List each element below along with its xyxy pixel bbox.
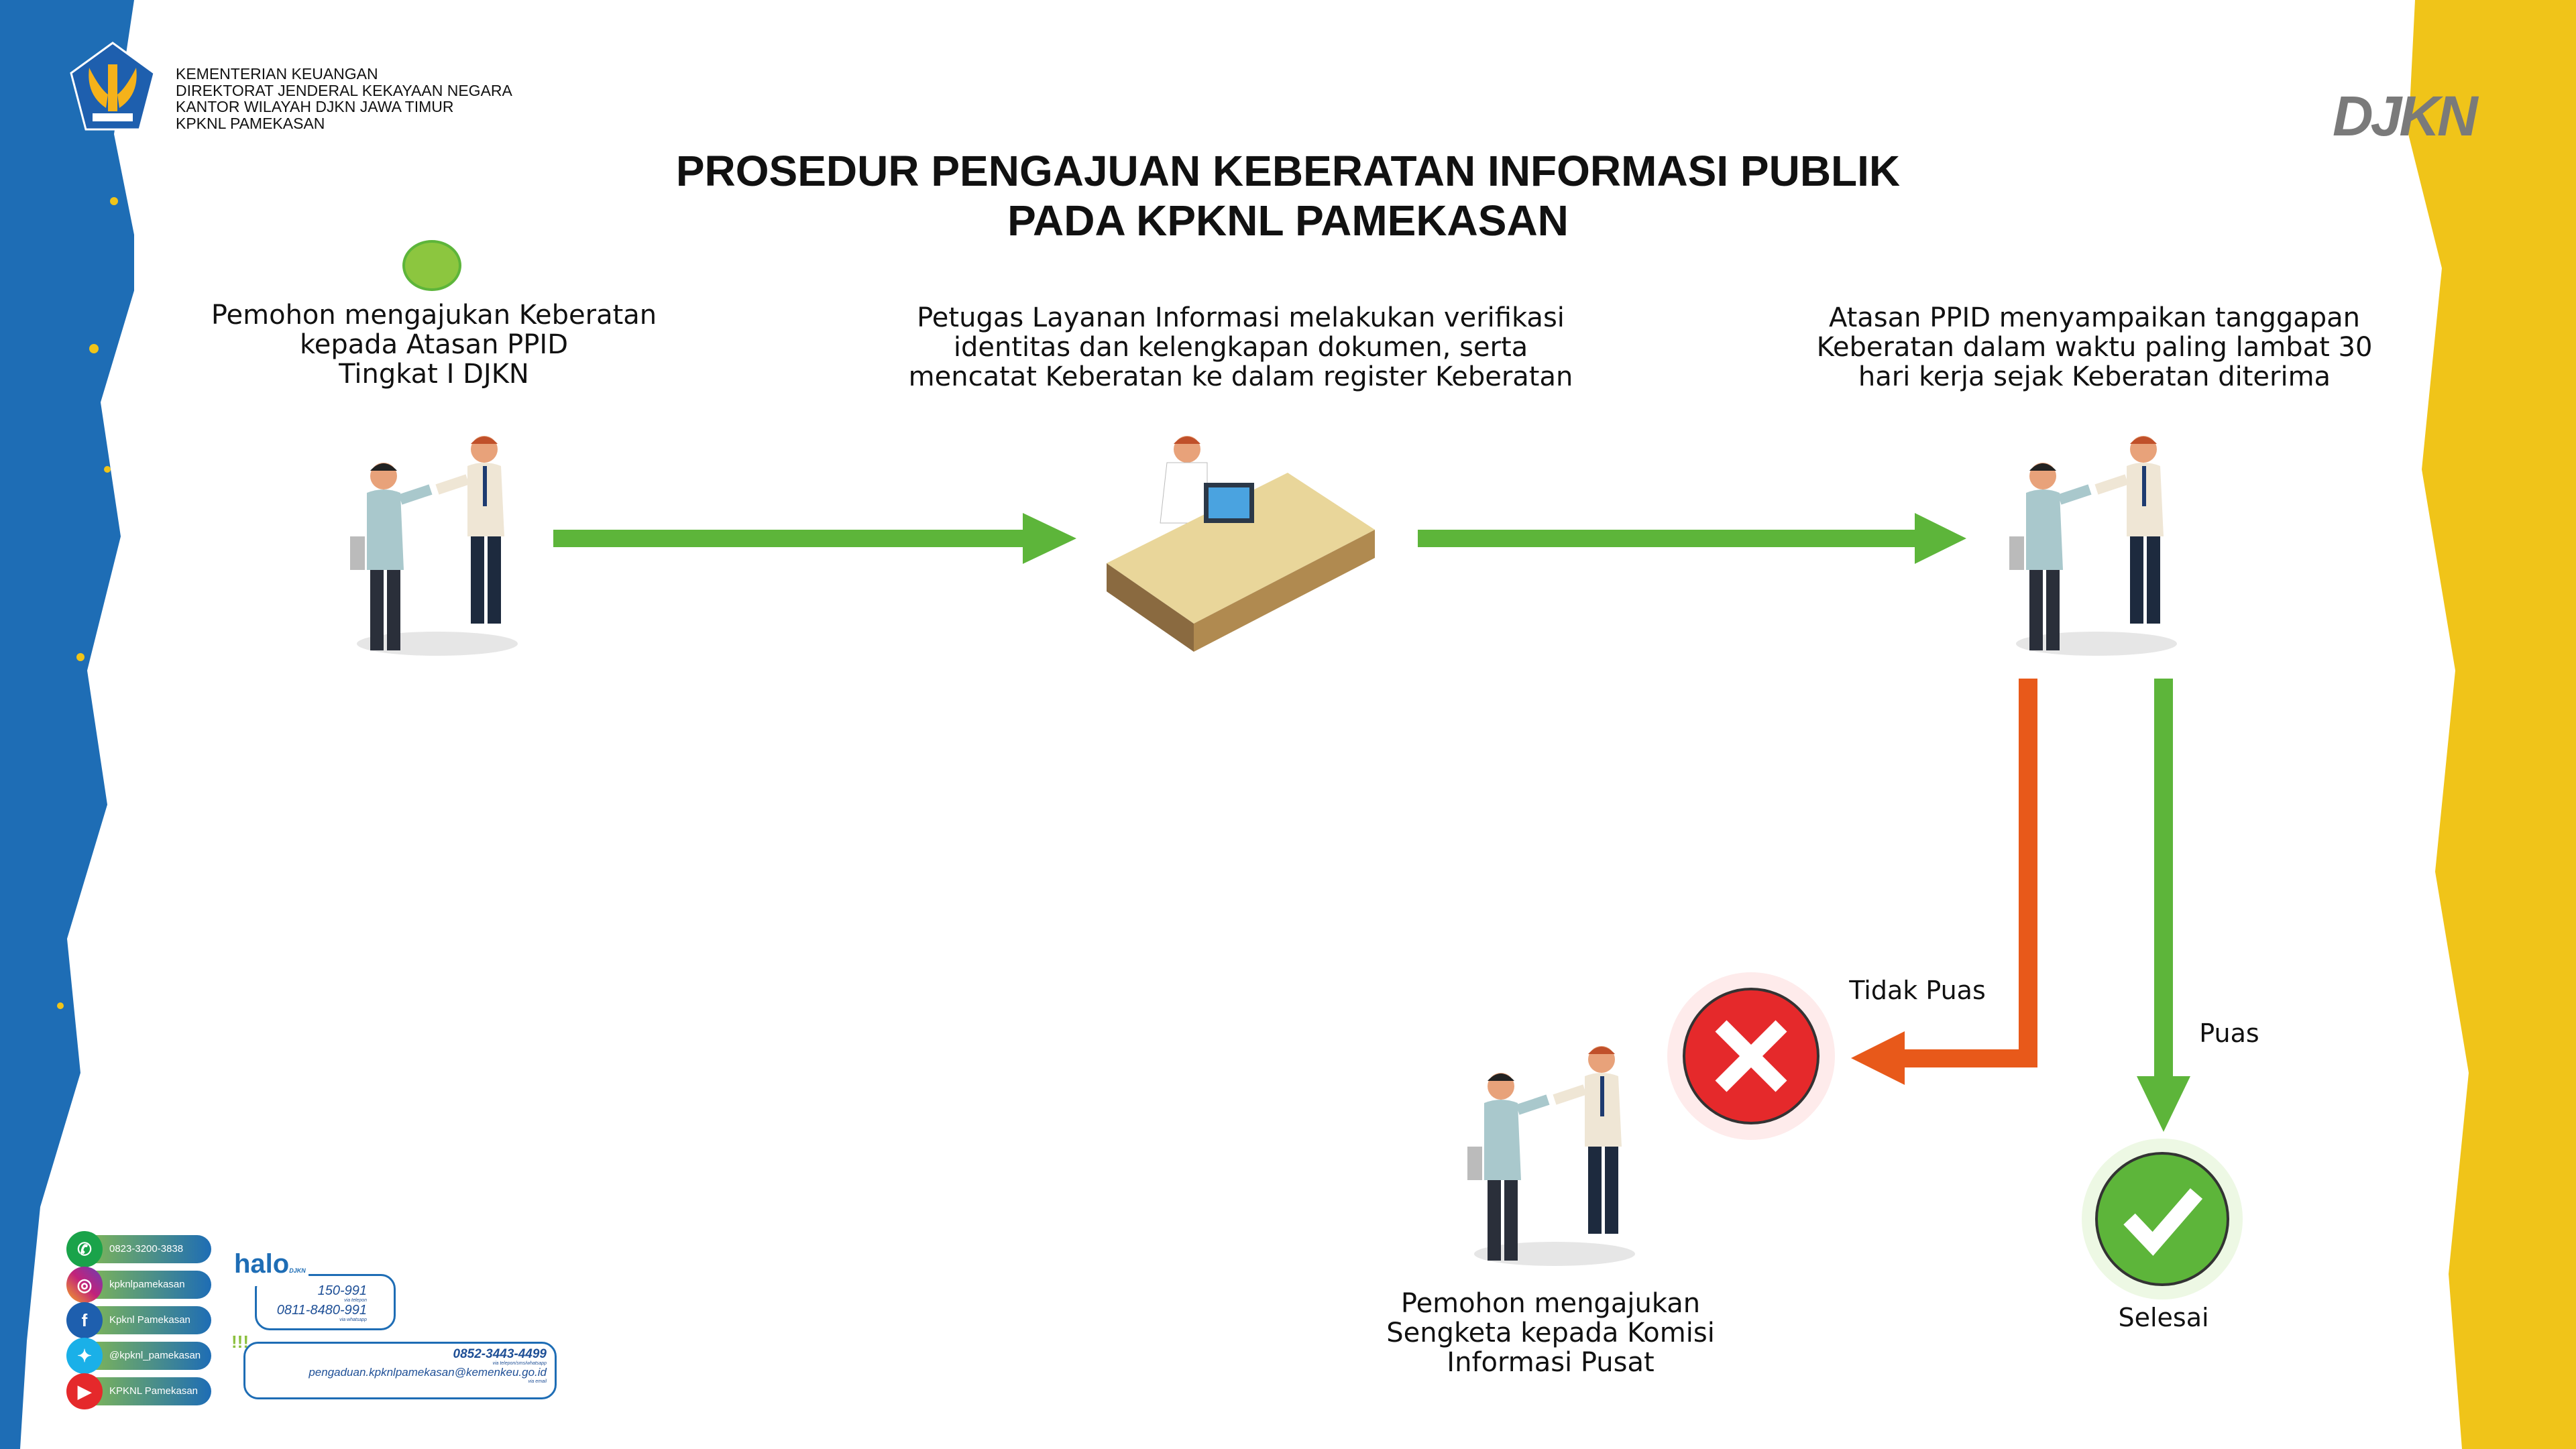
ppid-and-applicant-illustration <box>2009 436 2177 656</box>
start-dot <box>402 240 461 291</box>
org-line: KEMENTERIAN KEUANGAN <box>176 65 378 82</box>
title-line: PADA KPKNL PAMEKASAN <box>1007 196 1569 245</box>
halo-djkn-logo: haloDJKN <box>231 1249 309 1286</box>
youtube-contact[interactable]: ▶KPKNL Pamekasan <box>66 1373 211 1409</box>
instagram-icon: ◎ <box>66 1267 103 1303</box>
whatsapp-contact[interactable]: ✆0823-3200-3838 <box>66 1231 211 1267</box>
complaint-box: 0852-3443-4499 via telepon/sms/whatsapp … <box>243 1342 557 1399</box>
instagram-contact[interactable]: ◎kpknlpamekasan <box>66 1267 211 1303</box>
org-line: DIREKTORAT JENDERAL KEKAYAAN NEGARA <box>176 81 512 99</box>
whatsapp-icon: ✆ <box>66 1231 103 1267</box>
page-title: PROSEDUR PENGAJUAN KEBERATAN INFORMASI P… <box>0 146 2576 245</box>
arrow-step1-to-step2 <box>553 513 1076 564</box>
finish-label: Selesai <box>2118 1303 2209 1332</box>
facebook-icon: f <box>66 1302 103 1338</box>
youtube-icon: ▶ <box>66 1373 103 1409</box>
twitter-icon: ✦ <box>66 1338 103 1374</box>
twitter-contact[interactable]: ✦@kpknl_pamekasan <box>66 1338 211 1374</box>
not-satisfied-label: Tidak Puas <box>1849 976 1986 1005</box>
complaint-phone[interactable]: 0852-3443-4499 <box>453 1347 547 1361</box>
satisfied-label: Puas <box>2199 1019 2259 1048</box>
officer-desk-illustration <box>1107 436 1375 652</box>
rejected-x-icon <box>1667 972 1835 1140</box>
finished-check-icon <box>2082 1139 2243 1299</box>
yellow-brush-band <box>2408 0 2576 1449</box>
arrow-step2-to-step3 <box>1418 513 1966 564</box>
org-line: KANTOR WILAYAH DJKN JAWA TIMUR <box>176 98 454 115</box>
halo-phone[interactable]: 150-991 <box>317 1283 367 1298</box>
applicant-and-officer-illustration <box>350 436 518 656</box>
title-line: PROSEDUR PENGAJUAN KEBERATAN INFORMASI P… <box>675 147 1901 195</box>
arrow-not-satisfied <box>1851 679 2037 1085</box>
djkn-logo: DJKN <box>2333 84 2478 148</box>
complaint-email[interactable]: pengaduan.kpknlpamekasan@kemenkeu.go.id <box>309 1366 547 1379</box>
org-line: KPKNL PAMEKASAN <box>176 114 325 132</box>
halo-whatsapp[interactable]: 0811-8480-991 <box>276 1303 367 1318</box>
step-2-text: Petugas Layanan Informasi melakukan veri… <box>908 302 1573 392</box>
arrow-satisfied <box>2137 679 2190 1132</box>
dispute-illustration <box>1467 1046 1635 1266</box>
organization-header: KEMENTERIAN KEUANGAN DIREKTORAT JENDERAL… <box>176 66 512 131</box>
kemenkeu-logo <box>70 42 156 131</box>
